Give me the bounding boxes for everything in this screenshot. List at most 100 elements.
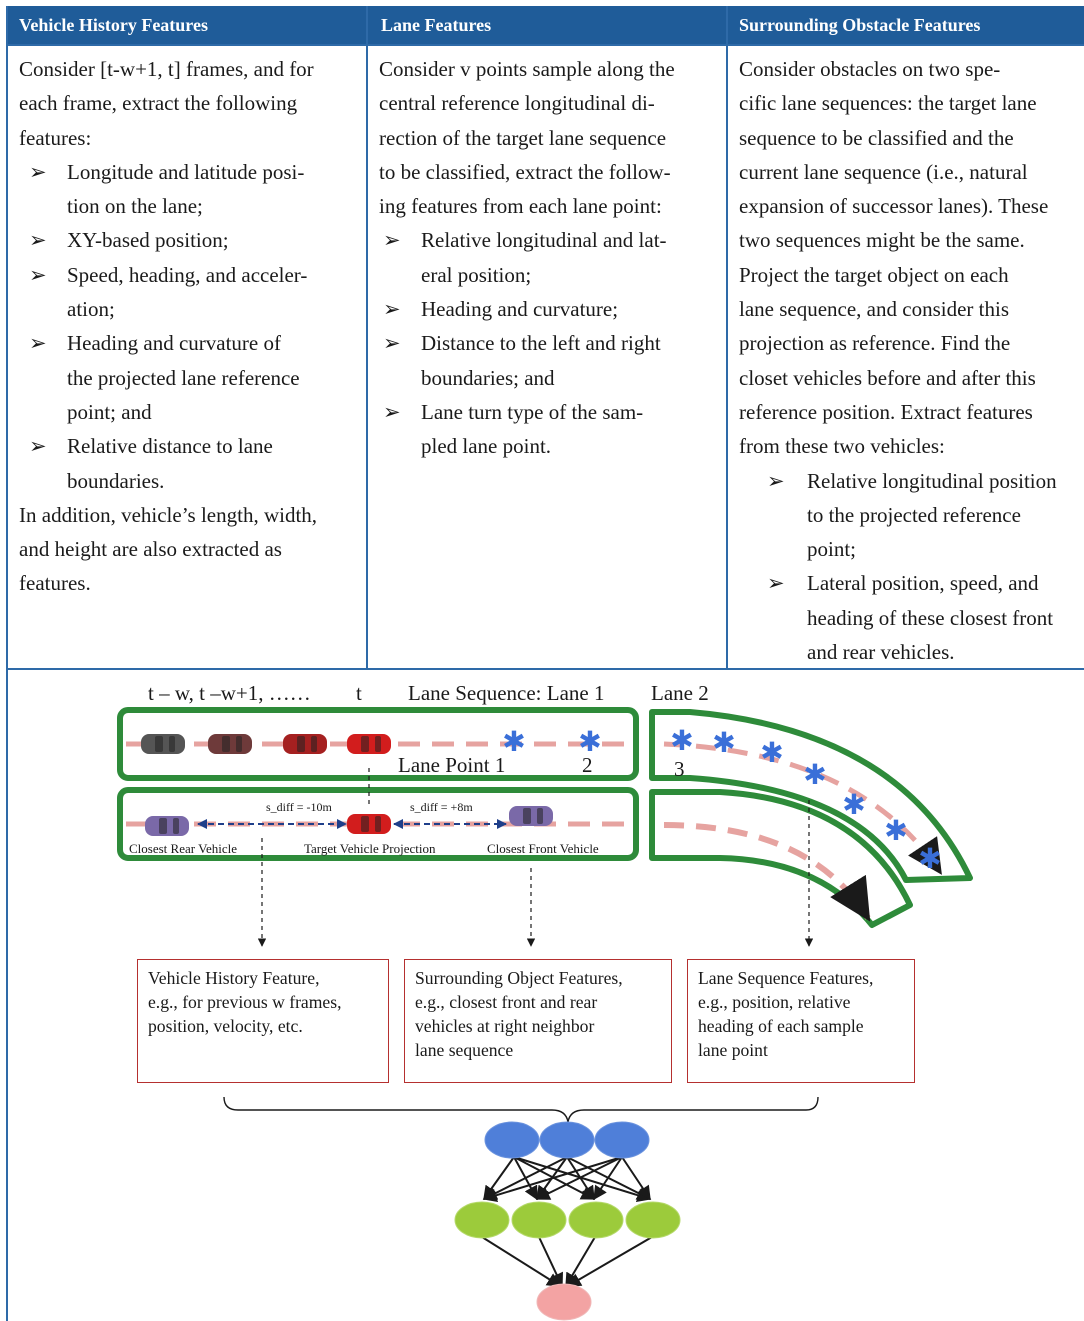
lane2-bottom-outline [649, 789, 913, 928]
nn-input-node [539, 1121, 595, 1159]
bullet-continuation: heading of these closest front [757, 601, 1076, 635]
bullet-continuation: point; [757, 532, 1076, 566]
col3-intro-line: closet vehicles before and after this [739, 365, 1036, 390]
box-line: lane point [698, 1040, 768, 1060]
nn-hidden-node [625, 1201, 681, 1239]
bullet-continuation: the projected lane reference [67, 365, 300, 390]
bullet-text: Relative distance to lane [67, 434, 273, 459]
lane-point-marker-icon: ✱ [884, 814, 907, 847]
col2-bullet: ➢Heading and curvature; [373, 292, 716, 326]
header-vehicle-history: Vehicle History Features [19, 15, 208, 35]
lane-point-marker-icon: ✱ [578, 725, 601, 758]
lane-point-marker-icon: ✱ [803, 758, 826, 791]
history-car-icon [208, 734, 252, 754]
arrow-bullet-icon: ➢ [767, 571, 785, 596]
column-divider [726, 6, 728, 670]
bullet-continuation: point; and [67, 399, 152, 424]
closest-rear-car-icon [145, 816, 189, 836]
bullet-continuation: boundaries. [67, 468, 165, 493]
col2-intro-line: to be classified, extract the follow- [379, 159, 671, 184]
arrow-bullet-icon: ➢ [383, 228, 401, 253]
col1-outro-line: In addition, vehicle’s length, width, [19, 502, 318, 527]
vehicle-history-feature-box: Vehicle History Feature, e.g., for previ… [137, 959, 389, 1083]
col1-bullet: ➢XY-based position; [19, 223, 356, 257]
nn-edges [481, 1156, 653, 1288]
arrow-bullet-icon: ➢ [29, 434, 47, 459]
col3-intro-line: reference position. Extract features [739, 399, 1033, 424]
arrow-bullet-icon: ➢ [767, 468, 785, 493]
bullet-continuation: boundaries; and [421, 365, 555, 390]
col1-bullet: ➢ Speed, heading, and acceler- [19, 258, 356, 292]
col1-bullet: ➢ Heading and curvature of [19, 326, 356, 360]
col1-bullet: ➢ Relative distance to lane [19, 429, 356, 463]
lane1-top-outline [117, 707, 639, 781]
col2-intro-line: rection of the target lane sequence [379, 125, 667, 150]
bullet-text: Relative longitudinal and lat- [421, 228, 667, 253]
column-vehicle-history: Consider [t-w+1, t] frames, and for each… [8, 46, 366, 670]
column-divider [366, 6, 368, 670]
col1-intro-line: each frame, extract the following [19, 91, 298, 116]
col2-bullet: ➢Distance to the left and right [373, 326, 716, 360]
nn-output-node [536, 1283, 592, 1321]
box-line: lane sequence [415, 1040, 514, 1060]
nn-hidden-node [568, 1201, 624, 1239]
col3-intro-line: Project the target object on each [739, 262, 1009, 287]
bullet-continuation: eral position; [421, 262, 532, 287]
col3-bullet: ➢ Relative longitudinal position [757, 464, 1076, 498]
box-line: e.g., for previous w frames, [148, 992, 342, 1012]
table-bottom-border [6, 668, 1084, 670]
col2-bullet: ➢Lane turn type of the sam- [373, 395, 716, 429]
lane-sequence-feature-box: Lane Sequence Features, e.g., position, … [687, 959, 915, 1083]
bullet-continuation: pled lane point. [421, 434, 552, 459]
box-line: position, velocity, etc. [148, 1016, 303, 1036]
arrow-bullet-icon: ➢ [29, 331, 47, 356]
feature-table: Vehicle History Features Lane Features S… [6, 6, 1084, 670]
lane-point-1-label: Lane Point 1 [398, 753, 505, 777]
arrow-bullet-icon: ➢ [383, 331, 401, 356]
lane2-top-outline [649, 709, 973, 883]
nn-hidden-node [454, 1201, 510, 1239]
col2-intro-line: ing features from each lane point: [379, 194, 662, 219]
target-projection-car-icon [347, 814, 391, 834]
nn-input-node [594, 1121, 650, 1159]
s-diff-right-label: s_diff = +8m [410, 800, 473, 814]
surrounding-object-feature-box: Surrounding Object Features, e.g., close… [404, 959, 672, 1083]
closest-front-car-icon [509, 806, 553, 826]
col1-bullet: ➢Longitude and latitude posi- [19, 155, 356, 189]
nn-input-node [484, 1121, 540, 1159]
lane-point-3-label: 3 [674, 757, 685, 781]
box-line: Surrounding Object Features, [415, 968, 623, 988]
lane2-top-centerline [663, 741, 943, 875]
bullet-text: Relative longitudinal position [807, 468, 1057, 493]
left-border [6, 670, 8, 1321]
col3-intro-line: current lane sequence (i.e., natural [739, 159, 1028, 184]
lane-point-marker-icon: ✱ [502, 725, 525, 758]
bullet-text: Speed, heading, and acceler- [67, 262, 308, 287]
box-line: Lane Sequence Features, [698, 968, 874, 988]
lane-point-marker-icon: ✱ [712, 726, 735, 759]
column-lane-features: Consider v points sample along the centr… [368, 46, 726, 670]
bullet-text: XY-based position; [67, 228, 229, 253]
lane-sequence-label: Lane Sequence: Lane 1 [408, 681, 605, 705]
col3-intro-line: from these two vehicles: [739, 434, 945, 459]
arrow-bullet-icon: ➢ [29, 262, 47, 287]
arrow-bullet-icon: ➢ [383, 399, 401, 424]
target-car-icon [347, 734, 391, 754]
col3-intro-line: lane sequence, and consider this [739, 297, 1009, 322]
col2-intro-line: Consider v points sample along the [379, 57, 675, 81]
lane2-label: Lane 2 [651, 681, 709, 705]
col1-intro-line: Consider [t-w+1, t] frames, and for [19, 57, 314, 81]
arrow-bullet-icon: ➢ [29, 159, 47, 184]
box-line: heading of each sample [698, 1016, 864, 1036]
bullet-continuation: and rear vehicles. [757, 635, 1076, 669]
bullet-continuation: to the projected reference [757, 498, 1076, 532]
bullet-continuation: ation; [67, 297, 115, 322]
time-steps-label: t – w, t –w+1, …… [148, 681, 311, 705]
lane2-points: ✱ ✱ ✱ ✱ ✱ ✱ ✱ [670, 724, 941, 875]
lane-point-marker-icon: ✱ [670, 724, 693, 757]
target-projection-label: Target Vehicle Projection [304, 841, 436, 856]
bullet-text: Heading and curvature of [67, 331, 281, 356]
col3-intro-line: expansion of successor lanes). These [739, 194, 1049, 219]
